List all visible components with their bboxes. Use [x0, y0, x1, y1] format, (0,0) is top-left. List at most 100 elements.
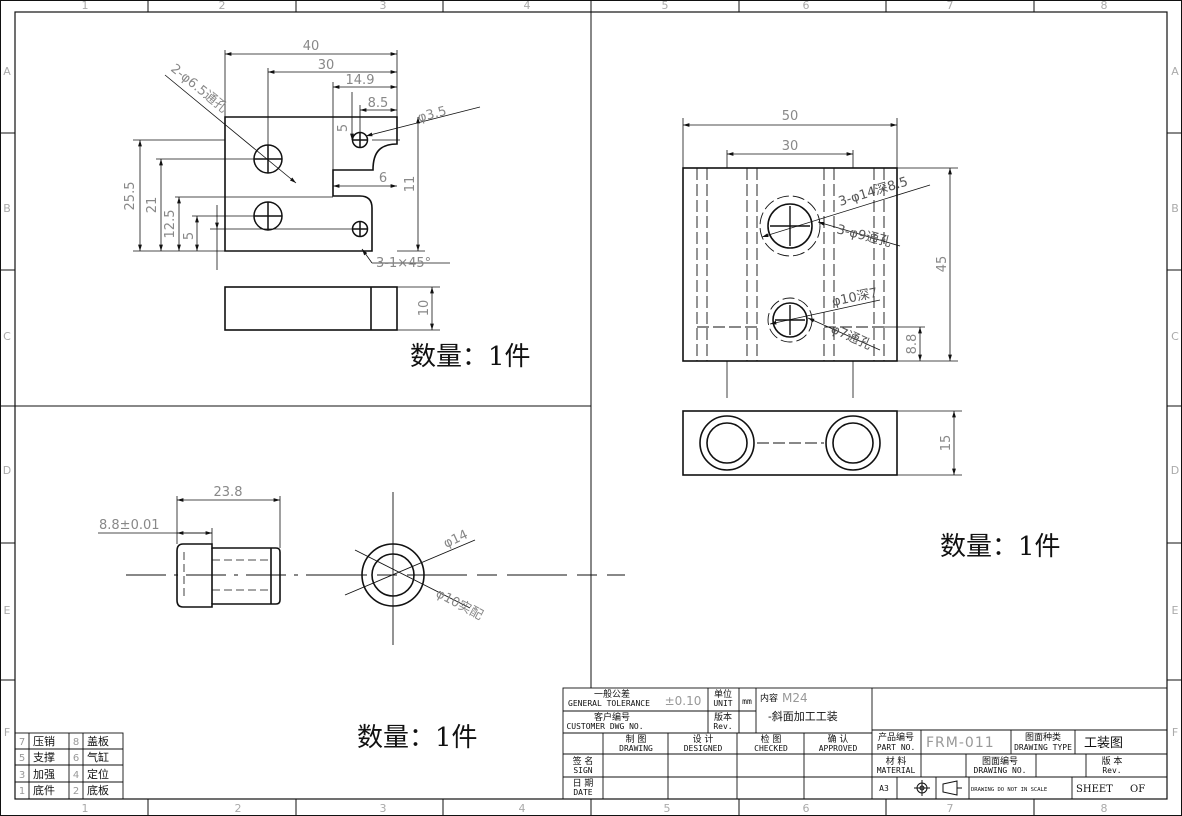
- grid-col-8-bottom: 8: [1101, 802, 1108, 815]
- bom-text: 底件: [33, 783, 55, 797]
- tb-rev2-en: Rev.: [1102, 766, 1121, 775]
- dim-15: 15: [939, 435, 954, 452]
- grid-col-1-bottom: 1: [82, 802, 89, 815]
- note-chamfer: 3-1×45°: [376, 256, 431, 271]
- pin-hidden-lines: [183, 552, 271, 600]
- tb-of: OF: [1130, 784, 1145, 795]
- note-hole-14: 3-φ14深8.5: [837, 174, 910, 209]
- note-hole-10: φ10深7: [831, 286, 879, 310]
- tb-checked-cn: 检 图: [761, 733, 782, 745]
- tb-dtype-en: DRAWING TYPE: [1014, 743, 1072, 752]
- dim-6: 6: [379, 171, 387, 186]
- tb-date-cn: 日 期: [573, 778, 594, 789]
- tb-tol-cn: 一般公差: [594, 688, 630, 700]
- quantity-top-left: 数量：1件: [410, 342, 531, 372]
- grid-row-c: C: [3, 330, 11, 343]
- dim-21: 21: [145, 197, 160, 214]
- dim-12-5: 12.5: [163, 210, 178, 239]
- grid-col-3-bottom: 3: [380, 802, 387, 815]
- tb-rev-cn: 版本: [714, 711, 732, 723]
- tb-sheet: SHEET: [1076, 784, 1113, 795]
- dim-lines-bl: [98, 496, 281, 548]
- holes-tl: [253, 131, 369, 238]
- bom-table: 7 压销 8 盖板 5 支撑 6 气缸 3 加强 4 定位 1 底件 2 底板: [14, 732, 124, 800]
- dim-5-top: 5: [336, 124, 351, 132]
- dim-lines-tr: [682, 118, 962, 476]
- grid-labels: 1 2 3 4 5 6 7 8 1 2 3 4 5 6 7 8 A B C D …: [3, 0, 1179, 815]
- tb-material-cn: 材 料: [886, 755, 907, 767]
- note-hole-3-5: φ3.5: [416, 104, 448, 126]
- grid-row-e-right: E: [1172, 604, 1179, 617]
- grid-col-3: 3: [380, 0, 387, 12]
- tb-sign-cn: 签 名: [573, 755, 594, 767]
- tb-unit-val: mm: [742, 697, 752, 706]
- bom-text: 底板: [87, 783, 109, 797]
- hidden-lines-tr: [696, 168, 885, 444]
- grid-row-b: B: [3, 202, 11, 215]
- bom-num: 1: [19, 786, 25, 797]
- bom-num: 5: [19, 753, 25, 764]
- tb-drawing-en: DRAWING: [619, 744, 653, 753]
- projection-symbol-icon: [914, 780, 962, 796]
- grid-col-5-bottom: 5: [664, 802, 671, 815]
- bom-text: 加强: [33, 768, 55, 781]
- tb-sign-en: SIGN: [573, 766, 592, 775]
- tb-content-cn: 内容: [760, 692, 778, 704]
- dim-8-5: 8.5: [368, 96, 389, 111]
- grid-row-f-right: F: [1172, 726, 1178, 739]
- view-top-right: 50 30 45 8.8 15 3-φ14深8.5 3-φ9通孔 φ10深7 φ…: [682, 109, 1061, 562]
- tb-tol-en: GENERAL TOLERANCE: [568, 699, 650, 708]
- grid-row-a: A: [3, 65, 11, 78]
- grid-row-d: D: [3, 464, 11, 477]
- dim-30-tr: 30: [782, 139, 799, 154]
- tb-dtype-val: 工装图: [1084, 736, 1123, 751]
- grid-col-1: 1: [82, 0, 89, 12]
- dim-dia-10: φ10实配: [433, 586, 485, 623]
- bom-num: 7: [19, 737, 25, 748]
- tb-designed-en: DESIGNED: [684, 744, 723, 753]
- dim-25-5: 25.5: [123, 182, 138, 211]
- dim-text-bl: 23.8 8.8±0.01 φ14 φ10实配: [99, 485, 485, 624]
- bom-text: 定位: [87, 767, 109, 781]
- tb-part-cn: 产品编号: [878, 731, 914, 743]
- tb-date-en: DATE: [573, 788, 592, 797]
- dim-lines-tl: [133, 50, 481, 331]
- bom-text: 支撑: [33, 750, 55, 764]
- view-top-left: 40 30 14.9 8.5 6 25.5 21 12.5 5 5 11 10 …: [123, 39, 531, 372]
- tb-content-val: M24: [782, 691, 808, 705]
- tb-approved-en: APPROVED: [819, 744, 858, 753]
- bom-text: 盖板: [87, 734, 109, 748]
- grid-col-7: 7: [947, 0, 954, 12]
- bom-row: 5 支撑 6 气缸: [19, 750, 109, 764]
- grid-row-f: F: [4, 726, 10, 739]
- tb-customer-cn: 客户编号: [594, 711, 630, 723]
- tb-material-en: MATERIAL: [877, 766, 916, 775]
- bom-row: 7 压销 8 盖板: [19, 734, 109, 748]
- grid-col-4: 4: [524, 0, 531, 12]
- tb-tol-val: ±0.10: [665, 694, 702, 708]
- grid-row-d-right: D: [1171, 464, 1179, 477]
- pin-centerlines: [126, 492, 625, 645]
- tb-part-val: FRM-011: [926, 735, 995, 751]
- bom-row: 3 加强 4 定位: [19, 767, 109, 781]
- part-outline-tl: [224, 116, 398, 331]
- tb-size: A3: [879, 784, 889, 793]
- dim-50: 50: [782, 109, 799, 124]
- tb-part-en: PART NO.: [877, 743, 916, 752]
- bom-num: 2: [73, 786, 79, 797]
- grid-row-a-right: A: [1171, 65, 1179, 78]
- dim-11: 11: [403, 176, 418, 193]
- note-hole-6-5: 2-φ6.5通孔: [167, 61, 229, 116]
- grid-col-2: 2: [219, 0, 226, 12]
- bom-num: 3: [19, 770, 25, 781]
- part-outline-tr: [682, 167, 898, 476]
- view-bottom-left: 23.8 8.8±0.01 φ14 φ10实配 数量：1件: [98, 485, 625, 753]
- quantity-top-right: 数量：1件: [940, 532, 1061, 562]
- dim-40: 40: [303, 39, 320, 54]
- dim-14-9: 14.9: [346, 73, 375, 88]
- bom-row: 1 底件 2 底板: [19, 783, 109, 797]
- tb-checked-en: CHECKED: [754, 744, 788, 753]
- bom-num: 8: [73, 737, 79, 748]
- dim-text-tr: 50 30 45 8.8 15 3-φ14深8.5 3-φ9通孔 φ10深7 φ…: [782, 109, 954, 451]
